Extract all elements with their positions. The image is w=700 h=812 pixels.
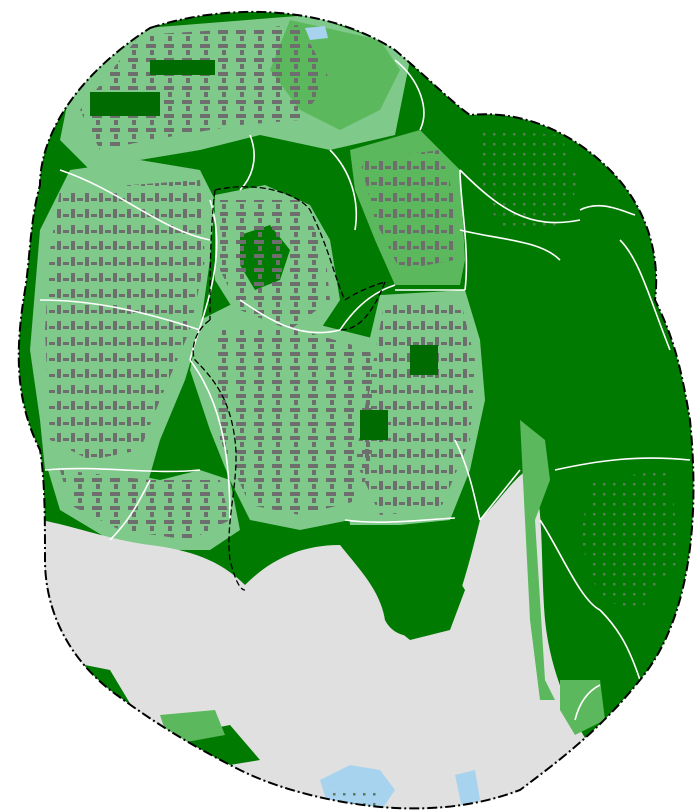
study-area-boundary [17, 10, 695, 810]
buildings-north [80, 25, 330, 150]
path-network [39, 59, 691, 721]
district-boundaries [192, 186, 386, 591]
park-southeast-patch [560, 680, 605, 735]
sports-field-4 [150, 60, 215, 75]
water-north [305, 26, 328, 40]
buildings-central [215, 330, 380, 515]
buildings-northeast [360, 150, 455, 270]
buildings-east [355, 298, 475, 515]
buildings-west [45, 180, 205, 460]
water-southeast [455, 770, 480, 808]
sports-field-2 [410, 345, 438, 375]
buildings-ring [220, 200, 330, 330]
sports-field-3 [360, 410, 388, 440]
park-east-strip [520, 420, 555, 700]
dots-east-forest [580, 470, 680, 610]
forest-south-lobe [380, 550, 465, 640]
dots-northeast-forest [480, 130, 580, 230]
sports-field-1 [90, 92, 160, 116]
buildings-southwest [60, 470, 230, 540]
